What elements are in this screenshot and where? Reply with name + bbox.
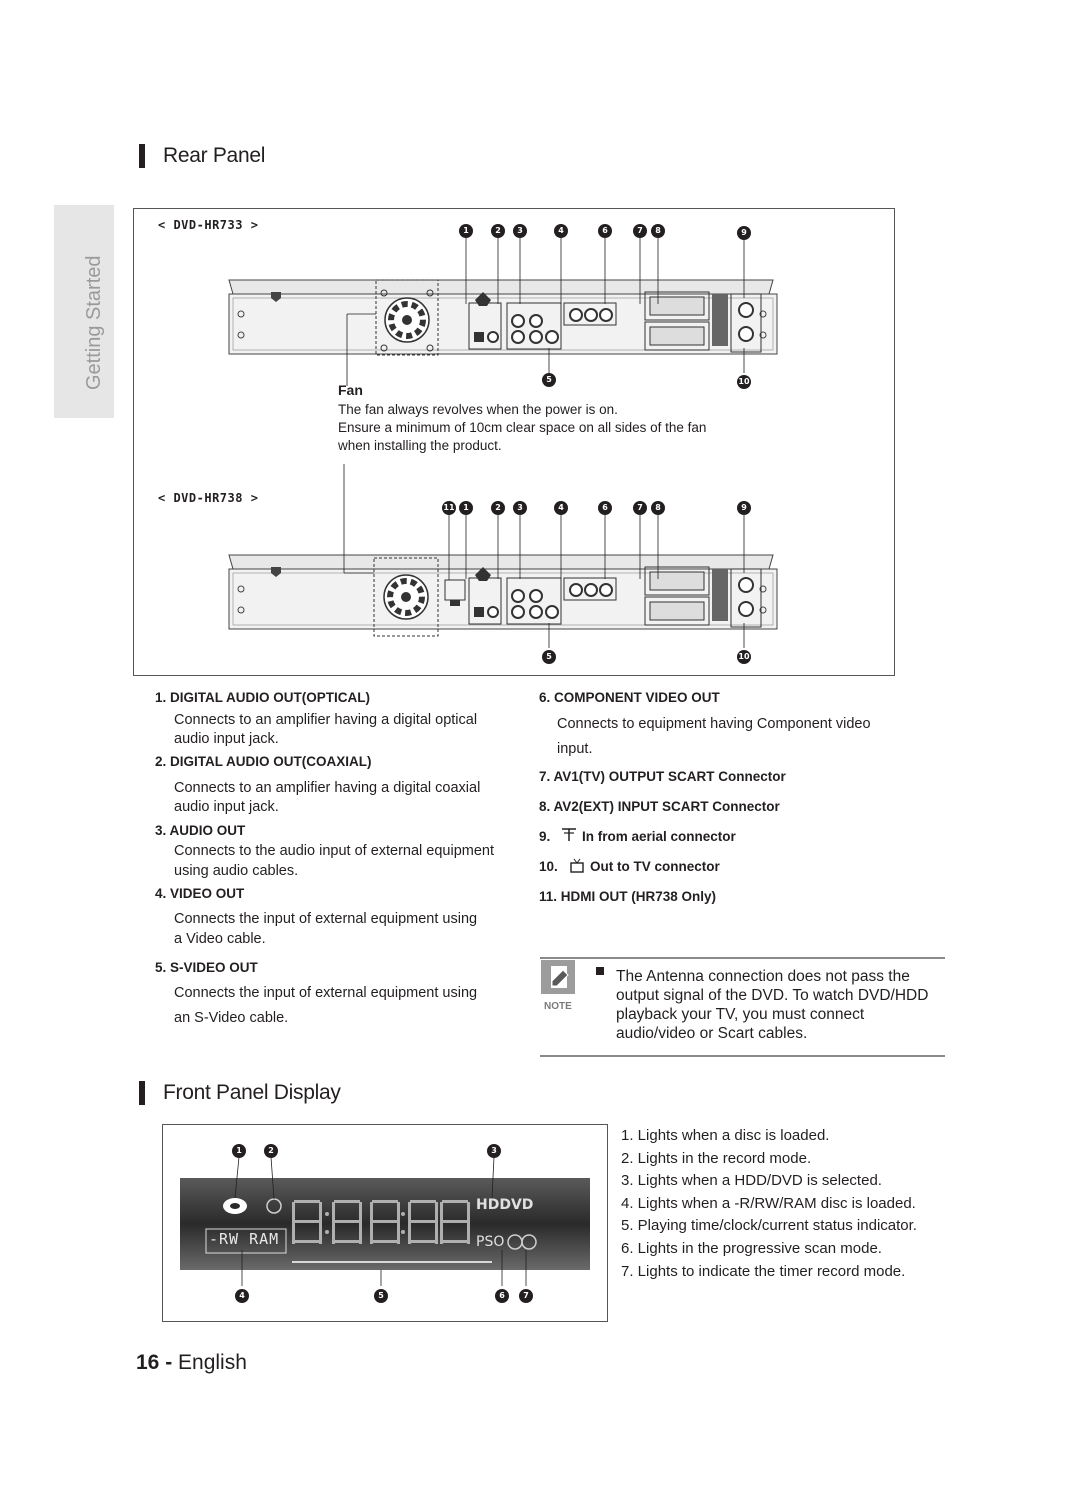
fan-label: Fan xyxy=(338,382,363,398)
callout-number: 5 xyxy=(542,650,556,664)
item-desc: audio input jack. xyxy=(174,731,279,747)
callout-number: 8 xyxy=(651,224,665,238)
item-desc: input. xyxy=(557,741,593,757)
item-desc: Connects the input of external equipment… xyxy=(174,911,478,927)
fan-note-line: when installing the product. xyxy=(338,438,502,453)
item-title: 11. HDMI OUT (HR738 Only) xyxy=(539,889,717,904)
callout-number: 1 xyxy=(232,1144,246,1158)
item-desc: Connects to the audio input of external … xyxy=(174,843,495,859)
display-pso-indicator: PSO xyxy=(476,1234,505,1250)
callout-number: 7 xyxy=(633,501,647,515)
callout-number: 6 xyxy=(495,1289,509,1303)
list-item: 5. Playing time/clock/current status ind… xyxy=(621,1217,917,1235)
item-desc: a Video cable. xyxy=(174,931,266,947)
item-desc: an S-Video cable. xyxy=(174,1010,289,1026)
list-item: 4. Lights when a -R/RW/RAM disc is loade… xyxy=(621,1194,916,1212)
callout-number: 6 xyxy=(598,501,612,515)
item-desc: Connects to an amplifier having a digita… xyxy=(174,712,478,728)
item-title: 7. AV1(TV) OUTPUT SCART Connector xyxy=(539,769,786,784)
device-hr733 xyxy=(228,238,778,386)
side-tab-label: Getting Started xyxy=(83,255,105,390)
item-desc: Connects the input of external equipment… xyxy=(174,985,478,1001)
item-desc: audio input jack. xyxy=(174,799,279,815)
list-item: 3. Lights when a HDD/DVD is selected. xyxy=(621,1172,882,1190)
item-desc: using audio cables. xyxy=(174,863,299,879)
callout-number: 11 xyxy=(442,501,456,515)
callout-number: 4 xyxy=(235,1289,249,1303)
note-icon xyxy=(541,960,575,994)
note-rule-top xyxy=(540,957,945,959)
item-title: 2. DIGITAL AUDIO OUT(COAXIAL) xyxy=(155,754,372,769)
fan-note-line: The fan always revolves when the power i… xyxy=(338,402,618,417)
callout-number: 4 xyxy=(554,224,568,238)
callout-number: 10 xyxy=(737,650,751,664)
rear-panel-diagram-frame xyxy=(133,208,895,676)
callout-number: 5 xyxy=(374,1289,388,1303)
item-desc: Connects to equipment having Component v… xyxy=(557,716,871,732)
aerial-icon xyxy=(562,828,576,841)
front-panel-title: Front Panel Display xyxy=(163,1081,341,1104)
side-tab xyxy=(54,205,114,418)
note-text: audio/video or Scart cables. xyxy=(616,1025,808,1042)
front-panel-display-illustration xyxy=(180,1156,590,1286)
callout-number: 7 xyxy=(519,1289,533,1303)
item-title: 1. DIGITAL AUDIO OUT(OPTICAL) xyxy=(155,690,370,705)
item-title: 3. AUDIO OUT xyxy=(155,823,246,838)
display-hddvd-indicator: HDDVD xyxy=(476,1197,534,1213)
model-label-hr733: < DVD-HR733 > xyxy=(158,218,259,232)
callout-number: 6 xyxy=(598,224,612,238)
item-title: 6. COMPONENT VIDEO OUT xyxy=(539,690,720,705)
callout-number: 2 xyxy=(264,1144,278,1158)
item-title: 5. S-VIDEO OUT xyxy=(155,960,258,975)
callout-number: 4 xyxy=(554,501,568,515)
list-item: 6. Lights in the progressive scan mode. xyxy=(621,1239,882,1257)
rear-panel-title: Rear Panel xyxy=(163,144,266,167)
callout-number: 9 xyxy=(737,501,751,515)
item-desc: Connects to an amplifier having a digita… xyxy=(174,780,481,796)
list-item: 2. Lights in the record mode. xyxy=(621,1149,812,1167)
callout-number: 1 xyxy=(459,501,473,515)
note-text: output signal of the DVD. To watch DVD/H… xyxy=(616,987,929,1004)
note-text: The Antenna connection does not pass the xyxy=(616,968,910,985)
note-label: NOTE xyxy=(544,1001,572,1012)
callout-number: 2 xyxy=(491,224,505,238)
callout-number: 9 xyxy=(737,226,751,240)
model-label-hr738: < DVD-HR738 > xyxy=(158,491,259,505)
item-title: 4. VIDEO OUT xyxy=(155,886,245,901)
front-panel-frame xyxy=(162,1124,608,1322)
callout-number: 2 xyxy=(491,501,505,515)
callout-number: 3 xyxy=(513,501,527,515)
front-panel-list: 1. Lights when a disc is loaded. 2. Ligh… xyxy=(621,1125,917,1283)
section-marker xyxy=(139,144,145,168)
device-hr738 xyxy=(228,464,778,648)
item-title: In from aerial connector xyxy=(582,829,736,844)
item-title: Out to TV connector xyxy=(590,859,720,874)
side-tab-text: Getting Started xyxy=(83,255,105,390)
fan-note-line: Ensure a minimum of 10cm clear space on … xyxy=(338,420,707,435)
note-text: playback your TV, you must connect xyxy=(616,1006,865,1023)
rear-panel-illustration xyxy=(228,238,778,648)
note-bullet xyxy=(596,967,604,975)
callout-number: 3 xyxy=(487,1144,501,1158)
display-rw-ram-indicator: -RW RAM xyxy=(209,1230,280,1248)
item-title: 9. xyxy=(539,829,551,844)
list-item: 7. Lights to indicate the timer record m… xyxy=(621,1262,906,1280)
item-title: 10. xyxy=(539,859,558,874)
page-number: 16 - xyxy=(136,1351,179,1374)
callout-number: 1 xyxy=(459,224,473,238)
callout-number: 10 xyxy=(737,375,751,389)
item-title: 8. AV2(EXT) INPUT SCART Connector xyxy=(539,799,780,814)
note-rule-bottom xyxy=(540,1055,945,1057)
callout-number: 8 xyxy=(651,501,665,515)
callout-number: 3 xyxy=(513,224,527,238)
callout-number: 5 xyxy=(542,373,556,387)
list-item: 1. Lights when a disc is loaded. xyxy=(621,1127,830,1144)
language-label: English xyxy=(178,1351,247,1374)
tv-icon xyxy=(570,858,584,873)
callout-number: 7 xyxy=(633,224,647,238)
page-footer: 16 - English xyxy=(136,1351,247,1375)
section-marker xyxy=(139,1081,145,1105)
